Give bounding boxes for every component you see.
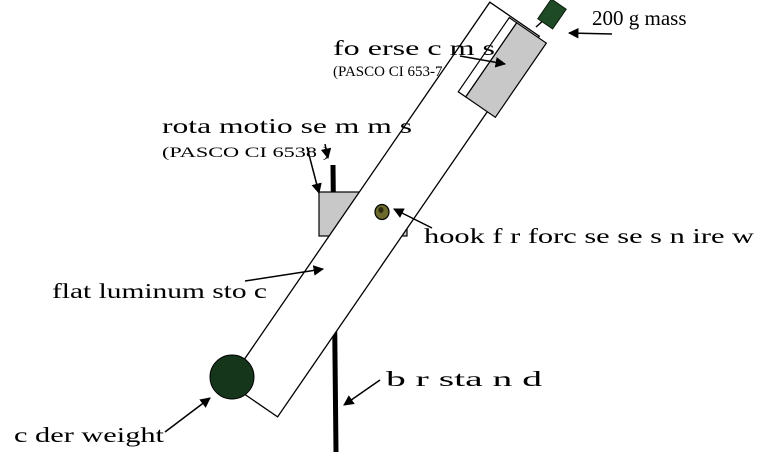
force-sensor-label: fo erse c m s — [333, 36, 495, 60]
counterweight — [209, 354, 255, 400]
force-sensor-model-label: (PASCO CI 653-7 — [333, 64, 443, 80]
counterweight-arrow — [164, 397, 211, 433]
aluminum-label: flat luminum sto c — [52, 279, 267, 303]
aluminum-arrow — [244, 265, 325, 282]
rotary-sensor-model-label: (PASCO CI 6538 ) — [162, 145, 330, 161]
force-sensor-arrow — [459, 55, 507, 68]
rotary-sensor-label: rota motio se m m s — [162, 114, 412, 138]
mass-arrow — [567, 27, 613, 39]
stand-arrow — [343, 379, 381, 406]
counterweight-label: c der weight — [14, 423, 164, 447]
rotary-sensor-arrow-left — [306, 146, 322, 195]
mass-label: 200 g mass — [592, 6, 687, 30]
mass-weight — [537, 0, 567, 30]
hook-label: hook f r forc se se s n ire w — [424, 224, 755, 248]
rotary-sensor-arrow-right — [320, 143, 332, 160]
hook-arrow — [393, 208, 433, 229]
force-sensor-body — [457, 16, 548, 119]
stand-label: b r sta n d — [386, 367, 543, 391]
